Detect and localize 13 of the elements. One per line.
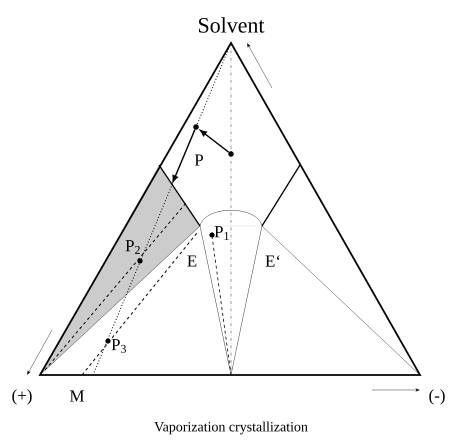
point-label: P xyxy=(194,154,204,166)
point-label: M xyxy=(70,390,84,402)
axis-vertex-label: Solvent xyxy=(198,17,264,33)
caption: Vaporization crystallization xyxy=(154,422,308,434)
point-label: E xyxy=(187,255,196,267)
point-label: P$_{2}$ xyxy=(126,240,140,254)
arrow xyxy=(172,129,196,182)
point-label: P$_{1}$ xyxy=(214,226,229,240)
axis-vertex-label: (-) xyxy=(429,389,445,405)
point-label: E‘ xyxy=(266,255,280,267)
point-label: P$_{3}$ xyxy=(112,339,126,353)
axis-vertex-label: (+) xyxy=(12,389,32,405)
arrow xyxy=(200,130,230,153)
